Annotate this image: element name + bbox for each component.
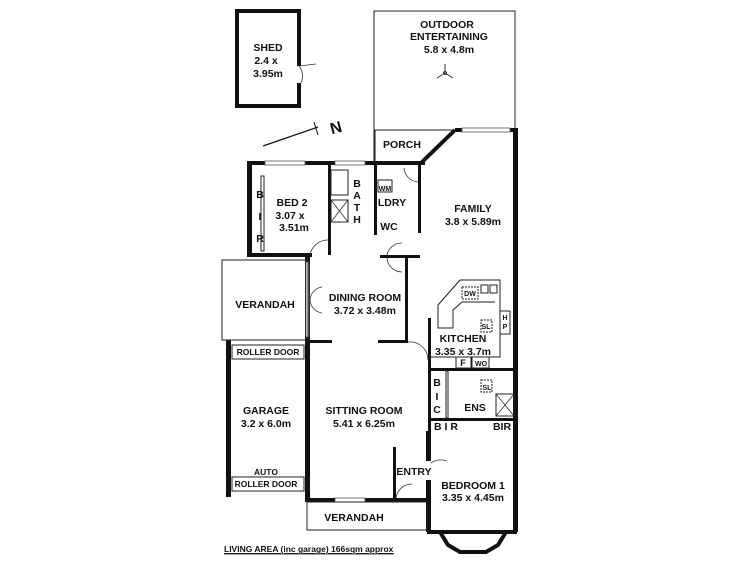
laundry-label: LDRY <box>378 197 406 209</box>
ens-sl-label: SL <box>483 385 493 392</box>
roller-door-bottom-label: ROLLER DOOR <box>235 479 298 489</box>
verandah-front-label: VERANDAH <box>324 512 384 524</box>
bir-letter: R <box>256 233 264 245</box>
bed2-dim: 3.07 x <box>275 210 304 222</box>
dining-label: DINING ROOM <box>329 292 402 304</box>
verandah-side <box>221 259 309 341</box>
ceiling-fan-icon <box>436 64 454 79</box>
bed2-label: BED 2 <box>277 197 308 209</box>
shed-label: SHED <box>253 42 283 54</box>
wo-label: WO <box>475 361 488 368</box>
doors <box>309 167 448 499</box>
bir-letter: B <box>256 189 264 201</box>
wc-label: WC <box>380 221 398 233</box>
bath-letter: H <box>353 214 361 226</box>
shed-dim: 3.95m <box>253 68 283 80</box>
shed-dim: 2.4 x <box>254 55 278 67</box>
washing-machine <box>377 179 393 193</box>
roller-door-top <box>231 344 305 360</box>
outdoor-dim: 5.8 x 4.8m <box>424 44 474 56</box>
sink <box>480 284 489 294</box>
hp-label: H <box>502 315 507 322</box>
outdoor-label: ENTERTAINING <box>410 31 488 43</box>
shower <box>495 393 515 417</box>
skylight <box>480 319 493 333</box>
porch-label: PORCH <box>383 139 421 151</box>
wall-oven <box>471 356 490 369</box>
hotplate <box>499 310 511 335</box>
sitting-label: SITTING ROOM <box>326 405 403 417</box>
bir-letter: I <box>259 211 262 223</box>
dining-dim: 3.72 x 3.48m <box>334 305 396 317</box>
bath-letter: T <box>354 202 361 214</box>
bedroom1-label: BEDROOM 1 <box>441 480 505 492</box>
verandah-front <box>306 501 428 531</box>
verandah-side-label: VERANDAH <box>235 299 295 311</box>
kitchen-dim: 3.35 x 3.7m <box>435 346 491 358</box>
walls <box>226 127 518 554</box>
outdoor-entertaining-area <box>373 10 516 131</box>
wm-label: WM <box>379 186 392 193</box>
north-label: N <box>328 119 344 138</box>
bir-right-label: BIR <box>493 421 512 433</box>
bath-shower <box>330 169 349 223</box>
dw-label: DW <box>464 291 476 298</box>
north-arrow: N <box>262 119 344 147</box>
dishwasher <box>461 286 479 300</box>
sitting-dim: 5.41 x 6.25m <box>333 418 395 430</box>
auto-label: AUTO <box>254 467 278 477</box>
sink <box>489 284 498 294</box>
bic-letter: C <box>433 404 441 416</box>
garage-label: GARAGE <box>243 405 289 417</box>
roller-door-bottom <box>231 476 305 492</box>
wardrobe <box>260 175 265 252</box>
bedroom1-dim: 3.35 x 4.45m <box>442 492 504 504</box>
kitchen-label: KITCHEN <box>440 333 487 345</box>
bic-divider <box>445 370 449 419</box>
bed2-dim: 3.51m <box>279 222 309 234</box>
bir-left-label: B I R <box>434 421 458 433</box>
fridge-label: F <box>460 358 466 368</box>
sl-label: SL <box>482 324 492 331</box>
hp-label: P <box>503 324 508 331</box>
bath-letter: A <box>353 190 361 202</box>
ensuite-label: ENS <box>464 402 486 414</box>
bath-letter: B <box>353 178 361 190</box>
roller-door-top-label: ROLLER DOOR <box>237 347 300 357</box>
family-label: FAMILY <box>454 203 492 215</box>
outdoor-label: OUTDOOR <box>420 19 474 31</box>
garage-dim: 3.2 x 6.0m <box>241 418 291 430</box>
fridge <box>455 356 472 369</box>
entry-label: ENTRY <box>396 466 431 478</box>
skylight <box>480 379 493 393</box>
living-area-note: LIVING AREA (inc garage) 166sqm approx <box>224 544 394 554</box>
shed <box>235 9 317 108</box>
bic-letter: I <box>436 391 439 403</box>
bic-letter: B <box>433 377 441 389</box>
family-dim: 3.8 x 5.89m <box>445 216 501 228</box>
